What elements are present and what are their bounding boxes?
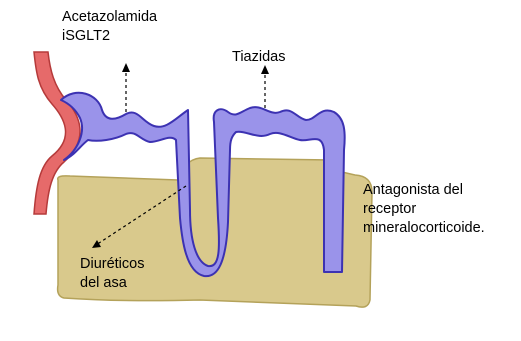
label-isglt2: iSGLT2 <box>62 27 110 46</box>
label-loop-diuretics-line2: del asa <box>80 274 127 293</box>
label-antagonist-line2: receptor <box>363 200 416 219</box>
label-antagonist-line3: mineralocorticoide. <box>363 219 485 238</box>
arrowhead-acetazolamide <box>122 63 130 72</box>
label-loop-diuretics-line1: Diuréticos <box>80 255 144 274</box>
label-thiazides: Tiazidas <box>232 48 285 67</box>
label-antagonist-line1: Antagonista del <box>363 181 463 200</box>
label-acetazolamide: Acetazolamida <box>62 8 157 27</box>
